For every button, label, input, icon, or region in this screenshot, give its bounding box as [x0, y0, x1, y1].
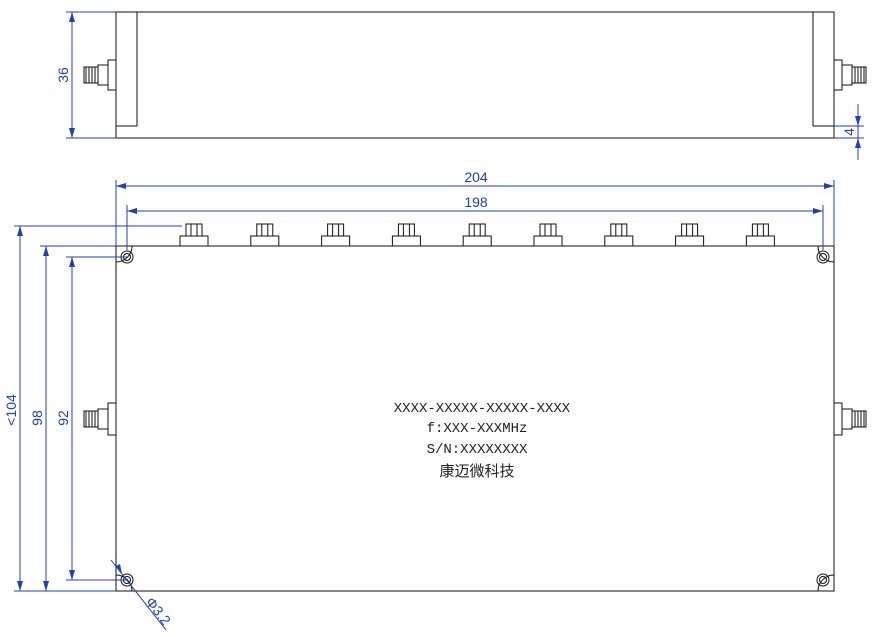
mounting-hole-top-left [115, 245, 134, 264]
tuning-screw [604, 223, 634, 247]
tuning-screw [745, 223, 775, 247]
dimension-label-104: <104 [3, 394, 19, 426]
sma-connector-left-top [83, 59, 117, 91]
sma-connector-right-top [833, 59, 867, 91]
label-maker: 康迈微科技 [439, 462, 514, 480]
dimension-label-36: 36 [55, 67, 71, 83]
label-model: XXXX-XXXXX-XXXXX-XXXX [394, 401, 571, 417]
tuning-screw [391, 223, 421, 247]
mounting-hole-top-right [816, 245, 835, 264]
tuning-screw [321, 223, 351, 247]
dimension-length-holes: 198 [126, 194, 824, 250]
top-view-body [115, 11, 835, 139]
dimension-length-outer: 204 [115, 169, 835, 246]
dimension-offset-top-view: 4 [834, 104, 864, 160]
label-serial: S/N:XXXXXXXX [427, 442, 528, 458]
top-view: 36 4 [55, 11, 867, 160]
label-frequency: f:XXX-XXXMHz [427, 421, 528, 437]
dimension-label-98: 98 [29, 410, 45, 426]
sma-connector-right-front [833, 402, 867, 436]
tuning-screw-row [179, 223, 775, 247]
dimension-label-4: 4 [841, 128, 857, 136]
front-view: XXXX-XXXXX-XXXXX-XXXX f:XXX-XXXMHz S/N:X… [3, 169, 867, 631]
tuning-screw [675, 223, 705, 247]
tuning-screw [179, 223, 209, 247]
sma-connector-left-front [83, 402, 117, 436]
dimension-height-holes: 92 [55, 256, 127, 581]
dimension-label-hole: Φ3.2 [143, 594, 175, 628]
dimension-height-top-view: 36 [55, 11, 116, 139]
dimension-height-outer: <104 [3, 225, 182, 592]
dimension-label-92: 92 [55, 410, 71, 426]
front-view-body [115, 245, 835, 592]
mounting-hole-bottom-right [816, 573, 835, 592]
dimension-hole-diameter: Φ3.2 [110, 559, 175, 631]
product-label: XXXX-XXXXX-XXXXX-XXXX f:XXX-XXXMHz S/N:X… [394, 401, 571, 480]
tuning-screw [533, 223, 563, 247]
tuning-screw [250, 223, 280, 247]
dimension-height-mid: 98 [29, 245, 116, 591]
tuning-screw [462, 223, 492, 247]
dimension-label-198: 198 [464, 194, 488, 210]
dimension-label-204: 204 [464, 169, 488, 185]
